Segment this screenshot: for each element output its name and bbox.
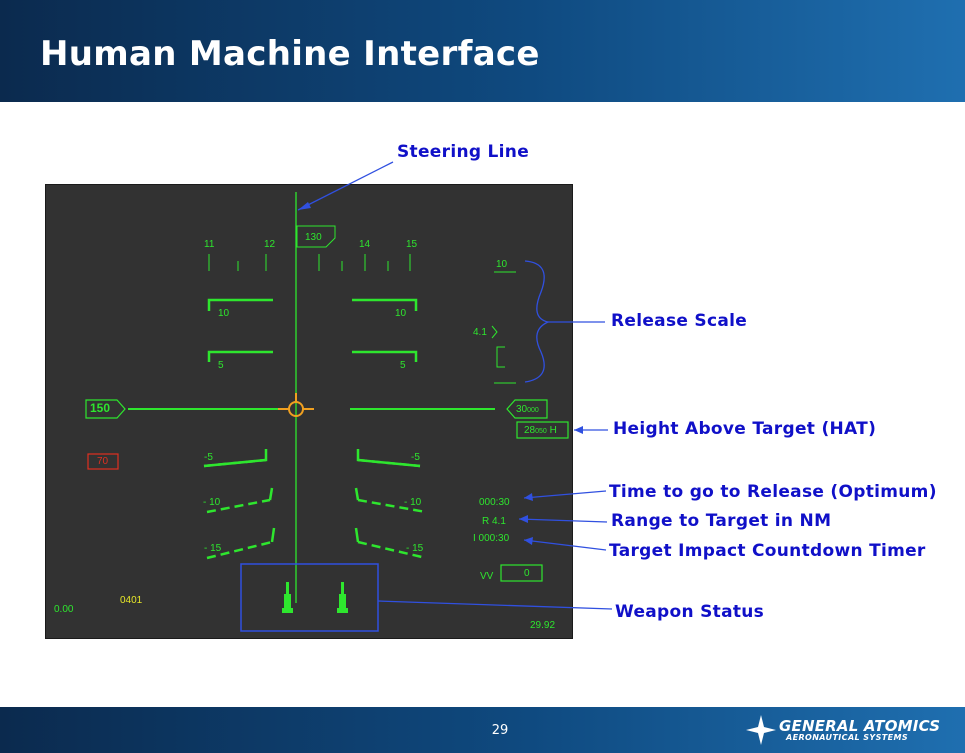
callout-time-to-go: Time to go to Release (Optimum) — [609, 482, 937, 502]
release-scale-top: 10 — [496, 259, 508, 270]
callout-steering-line: Steering Line — [397, 142, 530, 162]
release-scale-marker: 4.1 — [473, 327, 487, 338]
slide-footer — [0, 707, 965, 753]
baro-setting-value: 29.92 — [530, 620, 556, 631]
altitude-box — [506, 399, 548, 419]
weapon-status-box — [240, 563, 379, 632]
red-warning-value: 70 — [97, 456, 109, 467]
heading-tick-15: 15 — [406, 239, 418, 250]
heading-value: 130 — [305, 232, 322, 243]
heading-tick-12: 12 — [264, 239, 276, 250]
pitch-label-right-minus15: - 15 — [406, 543, 424, 554]
company-logo: GENERAL ATOMICS AERONAUTICAL SYSTEMS — [746, 713, 946, 747]
pitch-label-right-10: 10 — [395, 308, 407, 319]
weapon-icon-2 — [337, 582, 348, 613]
release-scale — [491, 271, 516, 384]
airspeed-box — [85, 399, 126, 419]
pitch-label-left-minus10: - 10 — [203, 497, 221, 508]
range-to-target-value: R 4.1 — [482, 516, 506, 527]
pitch-ladder-positive — [207, 298, 418, 362]
pitch-label-right-minus5: -5 — [411, 452, 420, 463]
callout-weapon-status: Weapon Status — [615, 602, 765, 622]
heading-pointer-box — [296, 225, 336, 248]
callout-connectors — [297, 161, 613, 610]
callout-hat: Height Above Target (HAT) — [613, 419, 877, 439]
pitch-label-right-minus10: - 10 — [404, 497, 422, 508]
heading-tick-14: 14 — [359, 239, 371, 250]
red-warning-box — [87, 453, 119, 470]
altitude-value: 30000 — [516, 404, 539, 415]
pitch-label-left-minus15: - 15 — [204, 543, 222, 554]
pitch-ladder-minus5-dashes — [203, 458, 421, 468]
logo-star-icon — [746, 715, 776, 745]
impact-timer-value: I 000:30 — [473, 533, 510, 544]
slide-title: Human Machine Interface — [40, 34, 540, 74]
pitch-label-left-5: 5 — [218, 360, 224, 371]
weapon-icon-1 — [282, 582, 293, 613]
vv-label: VV — [480, 571, 494, 582]
hud-display — [45, 184, 573, 639]
callout-arrowheads — [298, 202, 583, 545]
time-to-go-value: 000:30 — [479, 497, 510, 508]
pitch-label-right-5: 5 — [400, 360, 406, 371]
heading-tick-11: 11 — [204, 239, 215, 250]
release-scale-brace — [524, 260, 551, 383]
page-number: 29 — [491, 723, 509, 738]
hat-box — [516, 421, 569, 439]
vv-box — [500, 564, 543, 582]
bottom-left-value: 0.00 — [54, 604, 74, 615]
logo-line-1: GENERAL ATOMICS — [779, 717, 941, 735]
vv-value: 0 — [524, 568, 530, 579]
callout-range: Range to Target in NM — [611, 511, 832, 531]
aircraft-reticle-icon — [278, 393, 314, 417]
callout-impact-timer: Target Impact Countdown Timer — [609, 541, 926, 561]
pitch-label-left-minus5: -5 — [204, 452, 213, 463]
heading-tape — [208, 254, 411, 271]
pitch-label-left-10: 10 — [218, 308, 230, 319]
slide-header — [0, 0, 965, 102]
pitch-ladder-negative — [203, 449, 427, 560]
bottom-left-code: 0401 — [120, 595, 143, 606]
airspeed-value: 150 — [90, 401, 111, 415]
hat-value: 28050 H — [524, 425, 557, 436]
callout-release-scale: Release Scale — [611, 311, 748, 331]
logo-line-2: AERONAUTICAL SYSTEMS — [786, 733, 908, 742]
